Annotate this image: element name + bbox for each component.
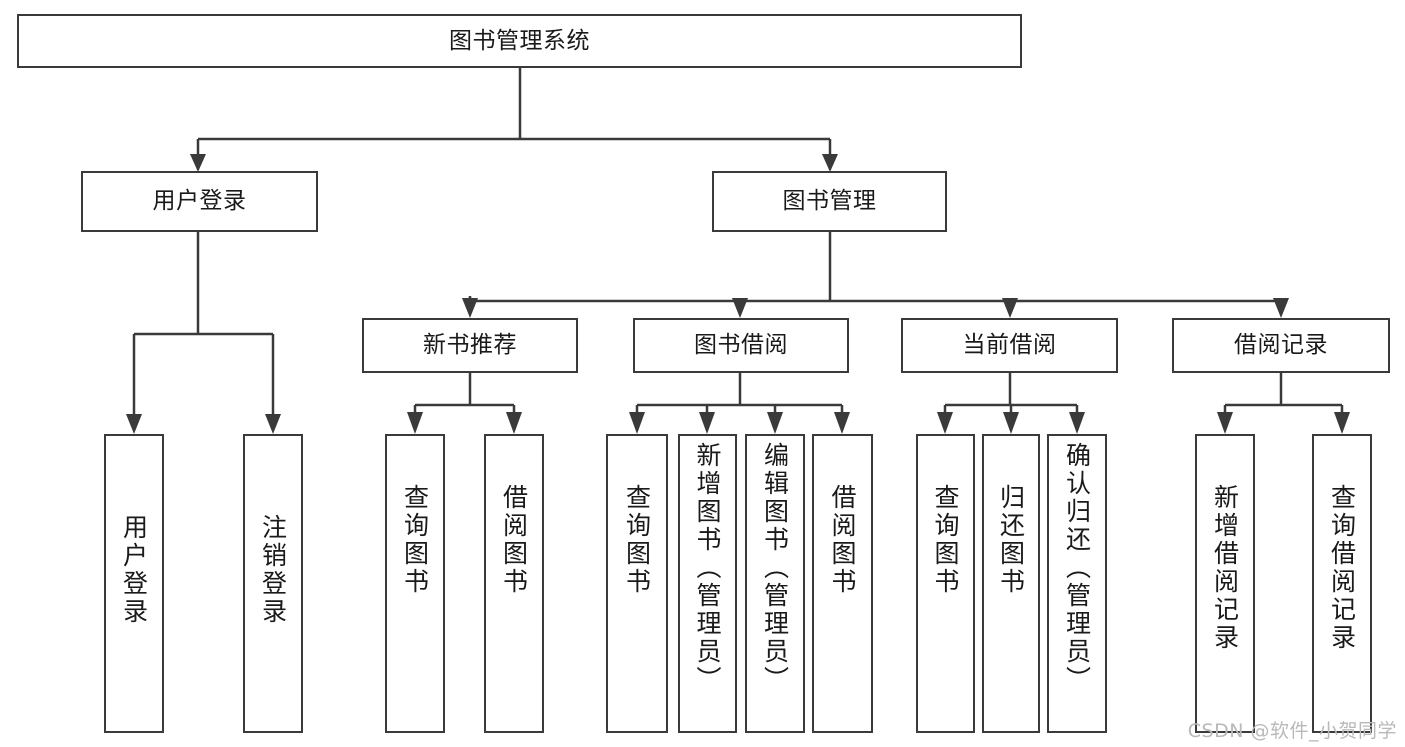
leaf-current-borrow-return-book[interactable]: 归还图书 xyxy=(982,434,1040,733)
node-label: 新书推荐 xyxy=(423,332,517,359)
node-borrow-record[interactable]: 借阅记录 xyxy=(1172,318,1390,373)
leaf-current-borrow-query-book[interactable]: 查询图书 xyxy=(916,434,975,733)
node-label: 借阅图书 xyxy=(828,484,857,596)
leaf-user-login-logout[interactable]: 注销登录 xyxy=(243,434,303,733)
node-label: 查询图书 xyxy=(400,484,430,596)
leaf-book-borrow-query-book[interactable]: 查询图书 xyxy=(606,434,668,733)
leaf-new-book-query-book[interactable]: 查询图书 xyxy=(385,434,445,733)
leaf-borrow-record-add-record[interactable]: 新增借阅记录 xyxy=(1195,434,1255,733)
node-label: 查询借阅记录 xyxy=(1327,484,1357,652)
leaf-current-borrow-confirm-return-admin[interactable]: 确认归还（管理员） xyxy=(1047,434,1107,733)
leaf-book-borrow-edit-book-admin[interactable]: 编辑图书（管理员） xyxy=(745,434,805,733)
node-label: 图书管理 xyxy=(782,188,877,215)
node-label: 图书管理系统 xyxy=(449,27,590,54)
leaf-user-login-login[interactable]: 用户登录 xyxy=(104,434,164,733)
node-root-book-management-system[interactable]: 图书管理系统 xyxy=(17,14,1022,68)
leaf-book-borrow-add-book-admin[interactable]: 新增图书（管理员） xyxy=(678,434,737,733)
node-book-management[interactable]: 图书管理 xyxy=(712,171,947,232)
node-label: 新增借阅记录 xyxy=(1210,484,1240,652)
node-label: 用户登录 xyxy=(119,514,149,626)
watermark: CSDN @软件_小贺同学 xyxy=(1187,720,1397,742)
node-label: 借阅记录 xyxy=(1234,332,1328,359)
node-label: 用户登录 xyxy=(152,188,247,215)
leaf-book-borrow-borrow-book[interactable]: 借阅图书 xyxy=(812,434,873,733)
node-label: 当前借阅 xyxy=(962,332,1057,359)
node-label: 新增图书（管理员） xyxy=(693,442,722,694)
node-label: 查询图书 xyxy=(622,484,652,596)
node-book-borrow[interactable]: 图书借阅 xyxy=(633,318,849,373)
node-label: 图书借阅 xyxy=(694,332,788,359)
leaf-new-book-borrow-book[interactable]: 借阅图书 xyxy=(484,434,544,733)
node-label: 确认归还（管理员） xyxy=(1062,442,1092,694)
node-new-book-recommend[interactable]: 新书推荐 xyxy=(362,318,578,373)
node-label: 借阅图书 xyxy=(499,484,529,596)
node-label: 归还图书 xyxy=(996,484,1026,596)
node-label: 编辑图书（管理员） xyxy=(760,442,790,694)
node-label: 注销登录 xyxy=(258,514,288,626)
node-user-login[interactable]: 用户登录 xyxy=(81,171,318,232)
node-current-borrow[interactable]: 当前借阅 xyxy=(901,318,1118,373)
leaf-borrow-record-query-record[interactable]: 查询借阅记录 xyxy=(1312,434,1372,733)
node-label: 查询图书 xyxy=(931,484,960,596)
